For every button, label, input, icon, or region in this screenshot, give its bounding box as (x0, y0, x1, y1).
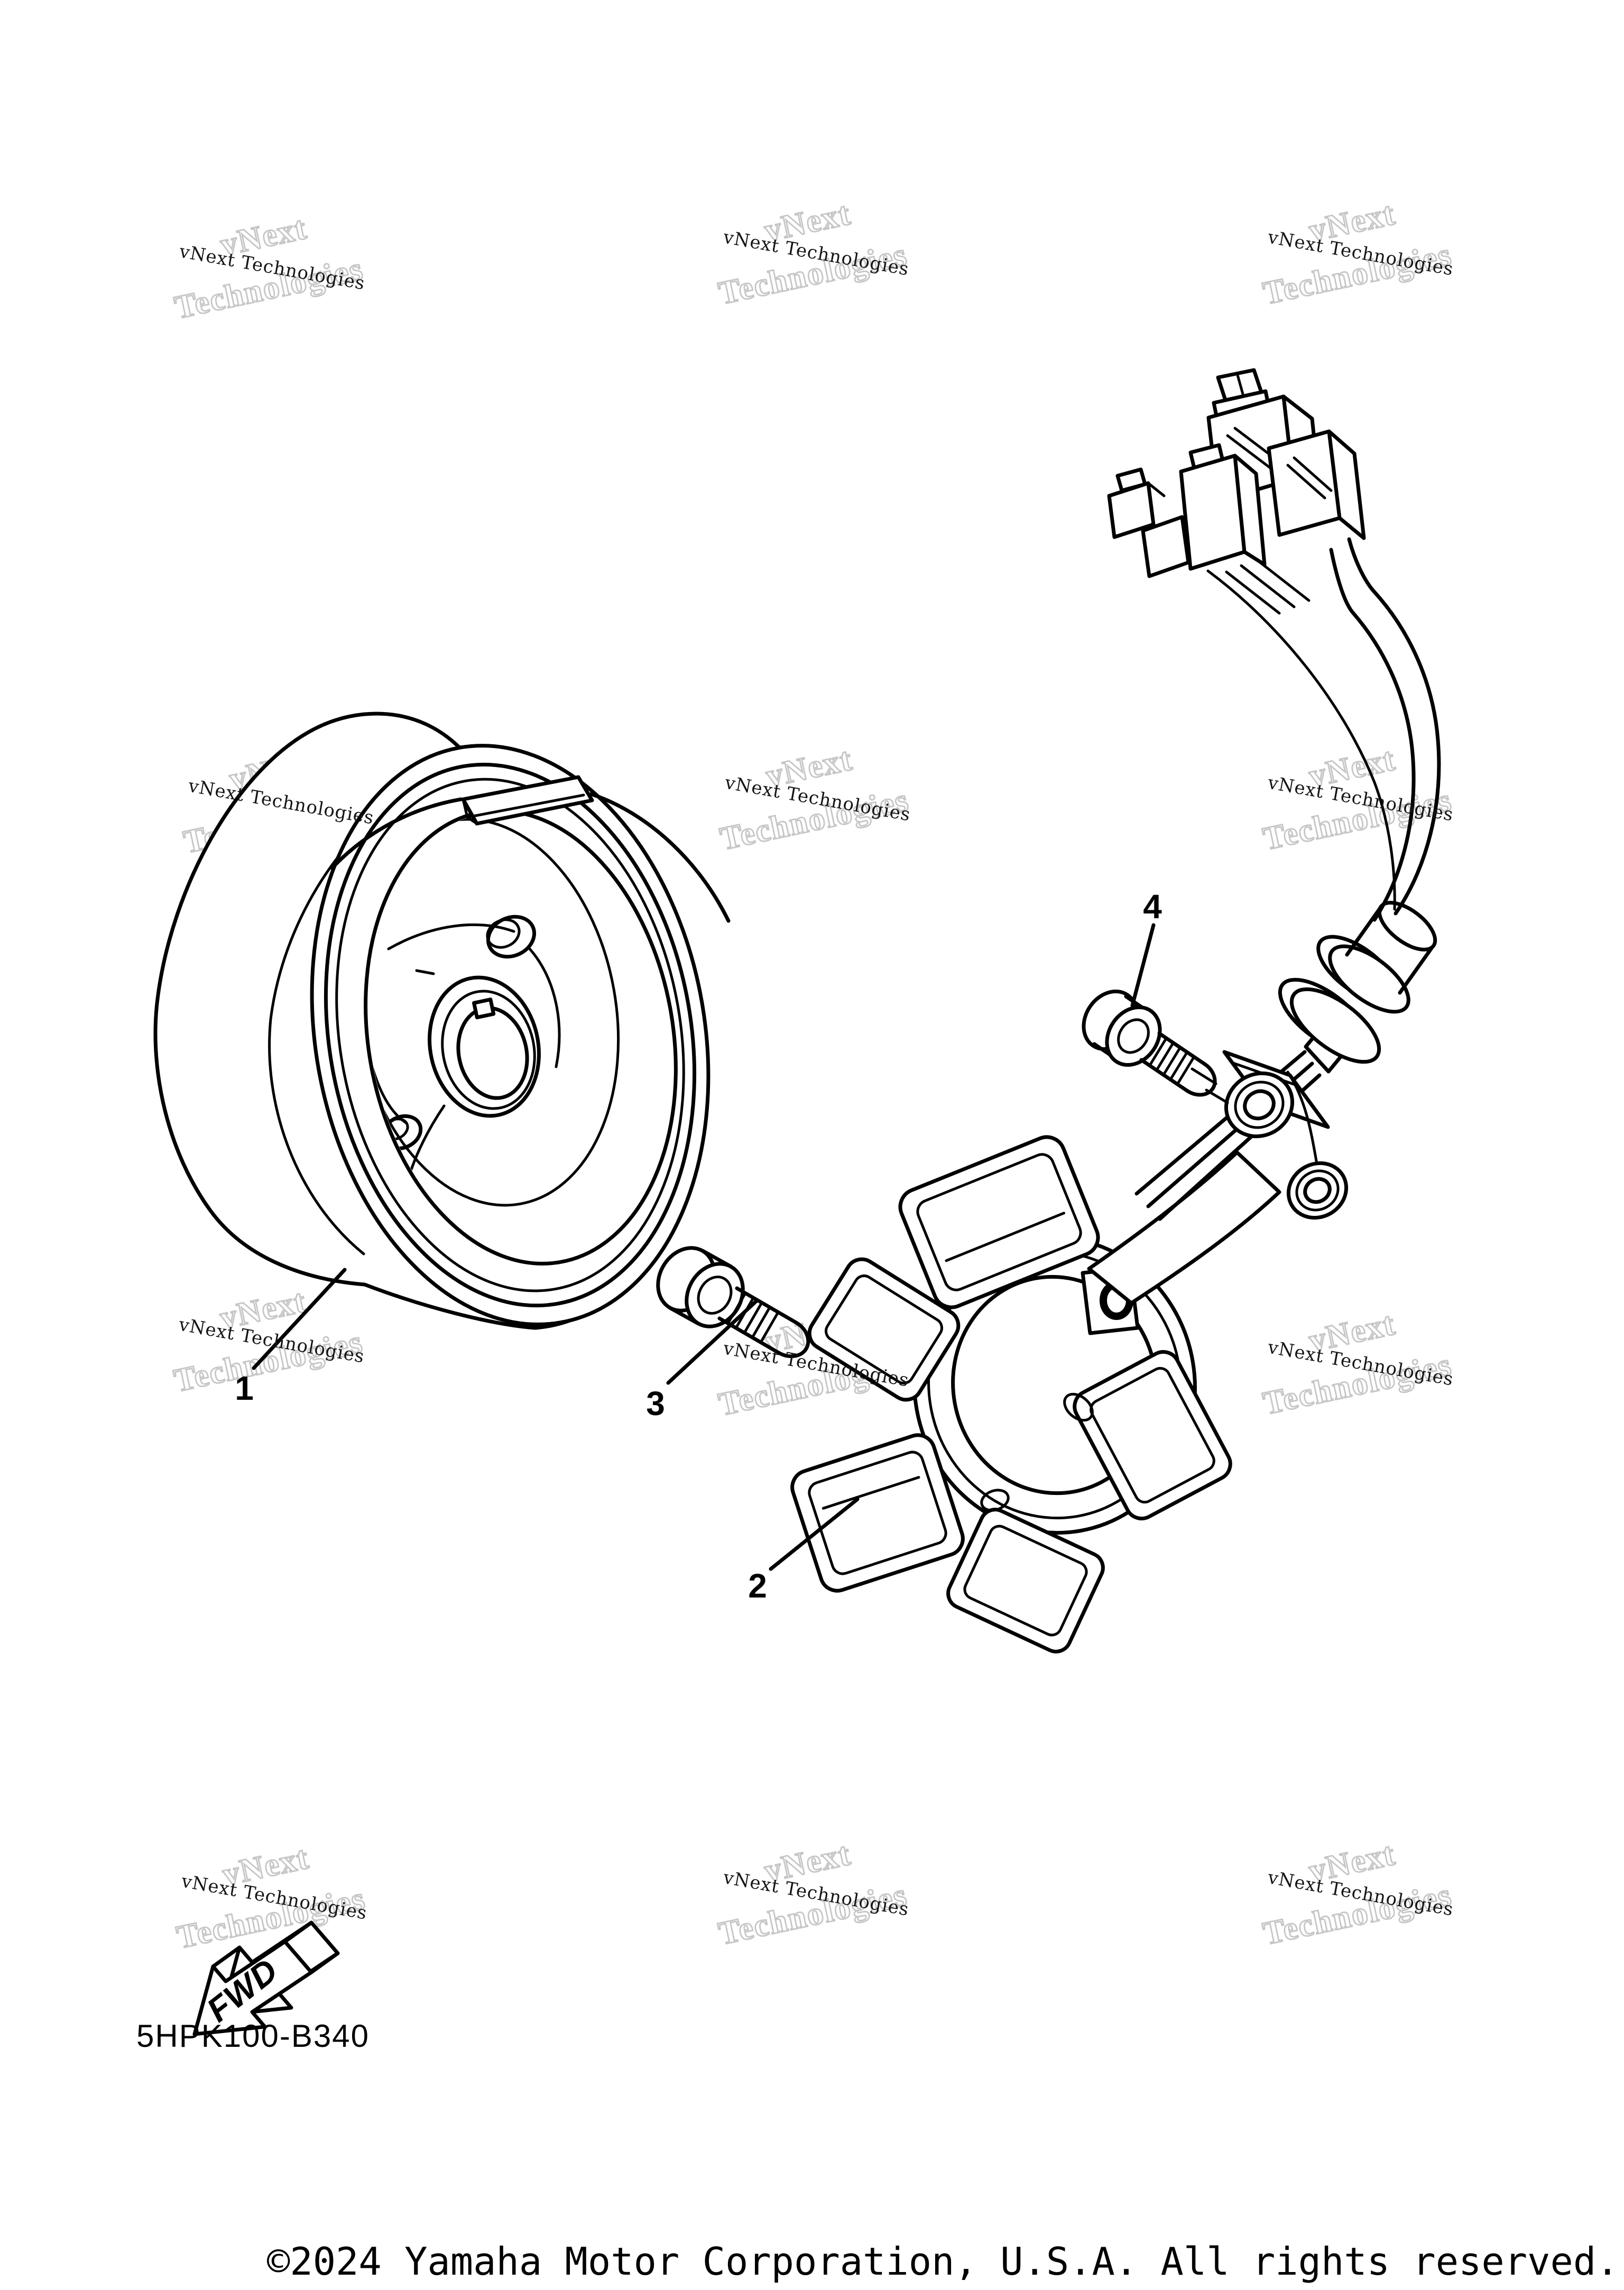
part-ref-label: 1 (235, 1369, 254, 1407)
coil-face (916, 1153, 1082, 1291)
callout-4: 4 (1130, 888, 1162, 1008)
detail-line (415, 969, 435, 975)
clamp-hook (1286, 1070, 1318, 1162)
mount-outer (1286, 1161, 1349, 1220)
part-ref-label: 2 (748, 1567, 767, 1605)
leader-line (1130, 923, 1156, 1008)
connector-body-front (1267, 429, 1342, 537)
leader-line (666, 1298, 759, 1385)
harness-wire (1329, 548, 1416, 922)
connector-hatch (1286, 456, 1333, 500)
stator-coil-right (1073, 1350, 1232, 1521)
rim-band-left (330, 797, 463, 870)
bolt-socket (1117, 1018, 1150, 1054)
coil-body (946, 1508, 1105, 1654)
grommet-washer (1328, 944, 1410, 1014)
rim-band-right (589, 792, 731, 923)
stator-coil-bottom-left (790, 1433, 965, 1593)
coil-face (825, 1274, 943, 1385)
connector-latch-fold (1235, 372, 1245, 398)
grommet-washer (1289, 987, 1381, 1064)
part-code: 5HPK100-B340 (136, 2018, 370, 2054)
leader-line (252, 1268, 347, 1370)
bracket-arm (1087, 1150, 1281, 1305)
harness-wire (1347, 537, 1441, 916)
flywheel-interior (353, 818, 620, 1207)
flywheel-rotor (153, 712, 731, 1330)
connector-body-side (1327, 429, 1366, 540)
coil-body (898, 1135, 1100, 1309)
connector-body-front (1141, 515, 1191, 578)
mount-hole (1243, 1089, 1276, 1121)
flywheel-rim-ring3 (335, 778, 685, 1292)
fwd-arrow-front-face (192, 1940, 313, 2036)
lead-wire-assembly (1087, 537, 1441, 1305)
bolt-shaft (1139, 1031, 1207, 1093)
stator-coil-left (807, 1257, 961, 1402)
mount-mid (1295, 1169, 1340, 1212)
rotor-hole-top-bore (486, 918, 521, 949)
flange-hole (1063, 1392, 1094, 1422)
mount-hole (1303, 1177, 1332, 1204)
stator-coil-bottom (946, 1508, 1105, 1654)
hub-step (441, 990, 536, 1110)
rubber-mount-lower (1286, 1161, 1349, 1220)
stator-coil-top (898, 1135, 1100, 1309)
wire-stub (1240, 564, 1296, 608)
bolt-threads (1149, 1038, 1195, 1084)
flange-hole (980, 1489, 1010, 1512)
rotor-timing-slot-depth (462, 793, 585, 825)
callout-1: 1 (235, 1268, 347, 1407)
hub-keyway (472, 998, 496, 1020)
connector-body-side (1233, 454, 1267, 567)
bolt-tip (1185, 1062, 1217, 1097)
coil-face (808, 1451, 947, 1575)
coil-body (1073, 1350, 1232, 1521)
mount-mid (1234, 1081, 1285, 1129)
coil-face (963, 1525, 1088, 1637)
bolt-socket (697, 1276, 733, 1315)
coil-face (1090, 1366, 1215, 1504)
wire-harness-connectors (1107, 368, 1366, 578)
callout-3: 3 (646, 1298, 759, 1423)
coil-body (790, 1433, 965, 1593)
copyright-line: ©2024 Yamaha Motor Corporation, U.S.A. A… (267, 2239, 1619, 2284)
wire-stub (1225, 570, 1281, 615)
part-ref-label: 4 (1143, 888, 1162, 926)
rubber-mount-upper (1224, 1071, 1295, 1139)
part-ref-label: 3 (646, 1384, 665, 1423)
stator-assembly (790, 1135, 1232, 1654)
flywheel-web (387, 924, 515, 950)
plug-body (1345, 905, 1436, 995)
coil-winding-line (822, 1476, 920, 1510)
coil-winding-line (945, 1212, 1066, 1262)
grommet-assembly (1278, 901, 1437, 1064)
flywheel-web (528, 947, 561, 1068)
callout-2: 2 (748, 1497, 860, 1605)
leader-line (769, 1497, 860, 1571)
bolt-head-front (1105, 1005, 1162, 1067)
bolt-tip (777, 1321, 810, 1359)
bolt-axis-dash (1191, 1067, 1229, 1104)
bolt-4 (1082, 989, 1229, 1104)
harness-wire (1206, 569, 1396, 911)
flywheel-rim-ring2 (324, 762, 697, 1308)
